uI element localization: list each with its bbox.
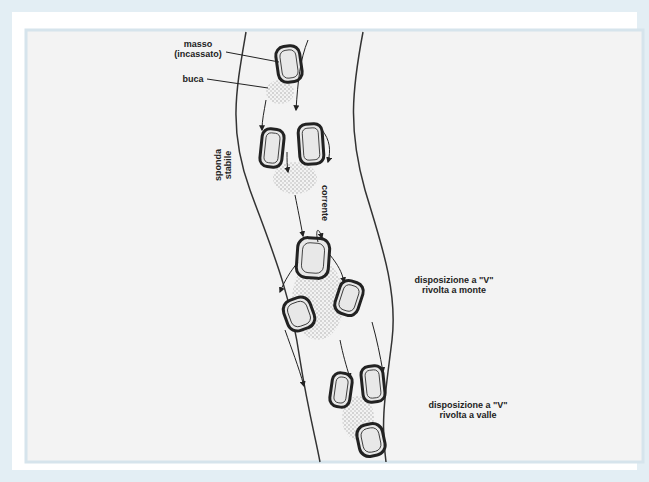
callout-label: masso (incassato) [168, 39, 228, 59]
annotation: sponda stabile [213, 138, 233, 192]
flow-label: corrente [320, 178, 330, 228]
callout-label: buca [178, 74, 208, 84]
boulders [259, 45, 387, 459]
annotation: disposizione a "V" rivolta a valle [418, 400, 518, 420]
annotation: disposizione a "V" rivolta a monte [404, 275, 504, 295]
panel [26, 30, 643, 462]
current-arrows [262, 40, 383, 386]
